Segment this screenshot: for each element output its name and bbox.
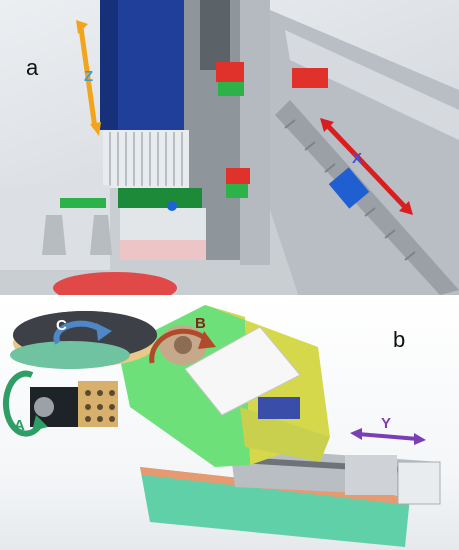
- z-bearing-block-1: [216, 62, 244, 82]
- panel-b-illustration: [3, 305, 441, 547]
- panel-b: b C B A Y: [0, 297, 459, 550]
- b-axis-label: B: [195, 315, 206, 332]
- ball-screw: [275, 100, 459, 295]
- upper-gear: [103, 130, 189, 188]
- x-carriage-nut: [328, 167, 370, 209]
- z-guide-2: [226, 184, 248, 198]
- z-bearing-block-2: [226, 168, 250, 184]
- z-column-plate: [240, 0, 270, 265]
- tool-rack-guide: [60, 198, 106, 208]
- x-axis-arrow: [320, 118, 413, 215]
- tool-holder-2: [90, 215, 112, 255]
- panel-divider: [0, 295, 459, 297]
- rotary-table-edge: [53, 272, 177, 295]
- z-guide-1: [218, 82, 244, 96]
- y-motor: [397, 461, 441, 505]
- z-axis-label: Z: [84, 68, 94, 85]
- z-motor-mount: [200, 0, 230, 70]
- upper-gear-teeth: [109, 132, 183, 186]
- lower-gear-reflection: [120, 240, 206, 260]
- y-carriage: [345, 455, 397, 495]
- tool-holder-1: [42, 215, 66, 255]
- c-rotation-arrow: [53, 320, 112, 345]
- rotary-base: [10, 341, 130, 369]
- rail-end-block: [292, 68, 328, 88]
- cradle-clamp: [258, 397, 300, 419]
- y-axis-arrow: [350, 428, 426, 445]
- a-axis-label: A: [14, 417, 25, 434]
- green-collar: [118, 188, 202, 208]
- b-rotation-arrow: [149, 328, 216, 364]
- panel-a-illustration: [0, 0, 459, 295]
- y-axis-label: Y: [381, 415, 392, 432]
- z-axis-arrow: [76, 20, 101, 136]
- a-rotation-arrow: [3, 370, 48, 437]
- x-rail-top: [285, 30, 459, 140]
- panel-a-label: a: [26, 55, 39, 80]
- spindle-shadow: [100, 0, 118, 130]
- trunnion-floor: [240, 407, 330, 462]
- panel-b-label: b: [393, 327, 406, 352]
- panel-a: a Z X: [0, 0, 459, 295]
- gearbox-holes: [85, 390, 115, 422]
- b-axis-hub: [174, 336, 192, 354]
- spindle-bolt: [167, 201, 177, 211]
- base-plate: [140, 467, 410, 547]
- a-axis-pulley: [34, 397, 54, 417]
- x-axis-label: X: [352, 150, 363, 167]
- tilting-cradle: [184, 326, 301, 416]
- c-axis-label: C: [56, 317, 67, 334]
